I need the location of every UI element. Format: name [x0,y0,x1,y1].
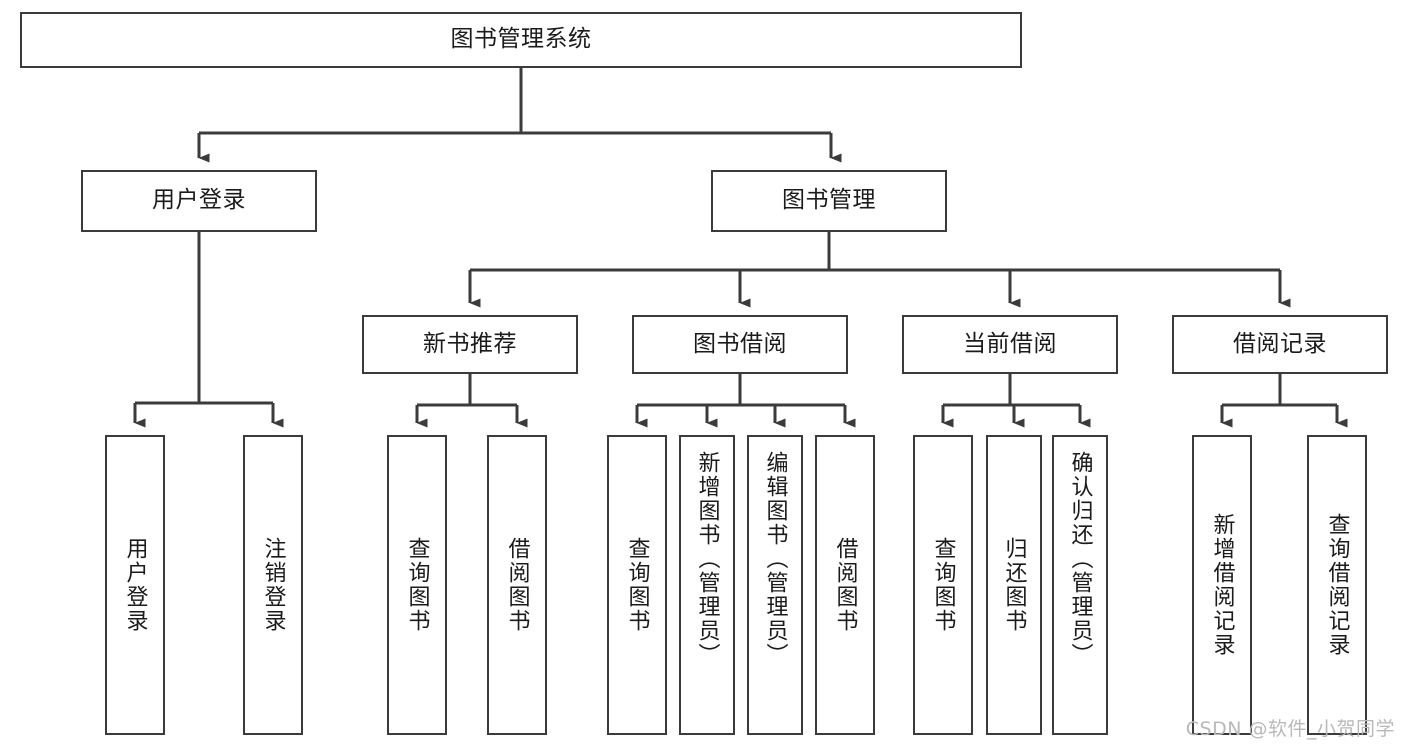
leaf-query-record-label: 查询借阅记录 [1324,513,1350,657]
node-book-manage[interactable]: 图书管理 [711,170,947,232]
node-root[interactable]: 图书管理系统 [20,12,1022,68]
leaf-add-book[interactable]: 新增图书（管理员） [679,435,735,735]
leaf-user-logout[interactable]: 注销登录 [243,435,303,735]
leaf-query-book-3[interactable]: 查询图书 [913,435,973,735]
leaf-edit-book-label: 编辑图书（管理员） [762,451,788,667]
leaf-query-book-2[interactable]: 查询图书 [607,435,667,735]
leaf-return-book[interactable]: 归还图书 [986,435,1042,735]
leaf-query-record[interactable]: 查询借阅记录 [1307,435,1367,735]
node-new-book-recommend[interactable]: 新书推荐 [362,315,578,374]
leaf-query-book-2-label: 查询图书 [624,537,650,633]
leaf-confirm-return-label: 确认归还（管理员） [1067,451,1093,667]
node-book-borrow-label: 图书借阅 [693,330,787,357]
node-borrow-record-label: 借阅记录 [1233,330,1327,357]
leaf-return-book-label: 归还图书 [1001,537,1027,633]
leaf-borrow-book-2-label: 借阅图书 [832,537,858,633]
leaf-confirm-return[interactable]: 确认归还（管理员） [1052,435,1108,735]
leaf-edit-book[interactable]: 编辑图书（管理员） [747,435,803,735]
node-current-borrow[interactable]: 当前借阅 [902,315,1118,374]
node-book-manage-label: 图书管理 [782,187,876,214]
watermark-text: CSDN @软件_小贺同学 [1185,718,1395,740]
leaf-borrow-book-2[interactable]: 借阅图书 [815,435,875,735]
leaf-user-login-label: 用户登录 [122,537,148,633]
leaf-add-record[interactable]: 新增借阅记录 [1192,435,1252,735]
leaf-query-book-1-label: 查询图书 [404,537,430,633]
node-book-borrow[interactable]: 图书借阅 [632,315,848,374]
node-borrow-record[interactable]: 借阅记录 [1172,315,1388,374]
leaf-user-login[interactable]: 用户登录 [105,435,165,735]
node-new-book-recommend-label: 新书推荐 [423,330,517,357]
leaf-add-book-label: 新增图书（管理员） [694,451,720,667]
leaf-add-record-label: 新增借阅记录 [1209,513,1235,657]
leaf-user-logout-label: 注销登录 [260,537,286,633]
node-root-label: 图书管理系统 [450,26,592,53]
leaf-borrow-book-1[interactable]: 借阅图书 [487,435,547,735]
leaf-borrow-book-1-label: 借阅图书 [504,537,530,633]
node-user-login-label: 用户登录 [152,187,246,214]
leaf-query-book-3-label: 查询图书 [930,537,956,633]
node-user-login[interactable]: 用户登录 [81,170,317,232]
leaf-query-book-1[interactable]: 查询图书 [387,435,447,735]
node-current-borrow-label: 当前借阅 [963,330,1057,357]
